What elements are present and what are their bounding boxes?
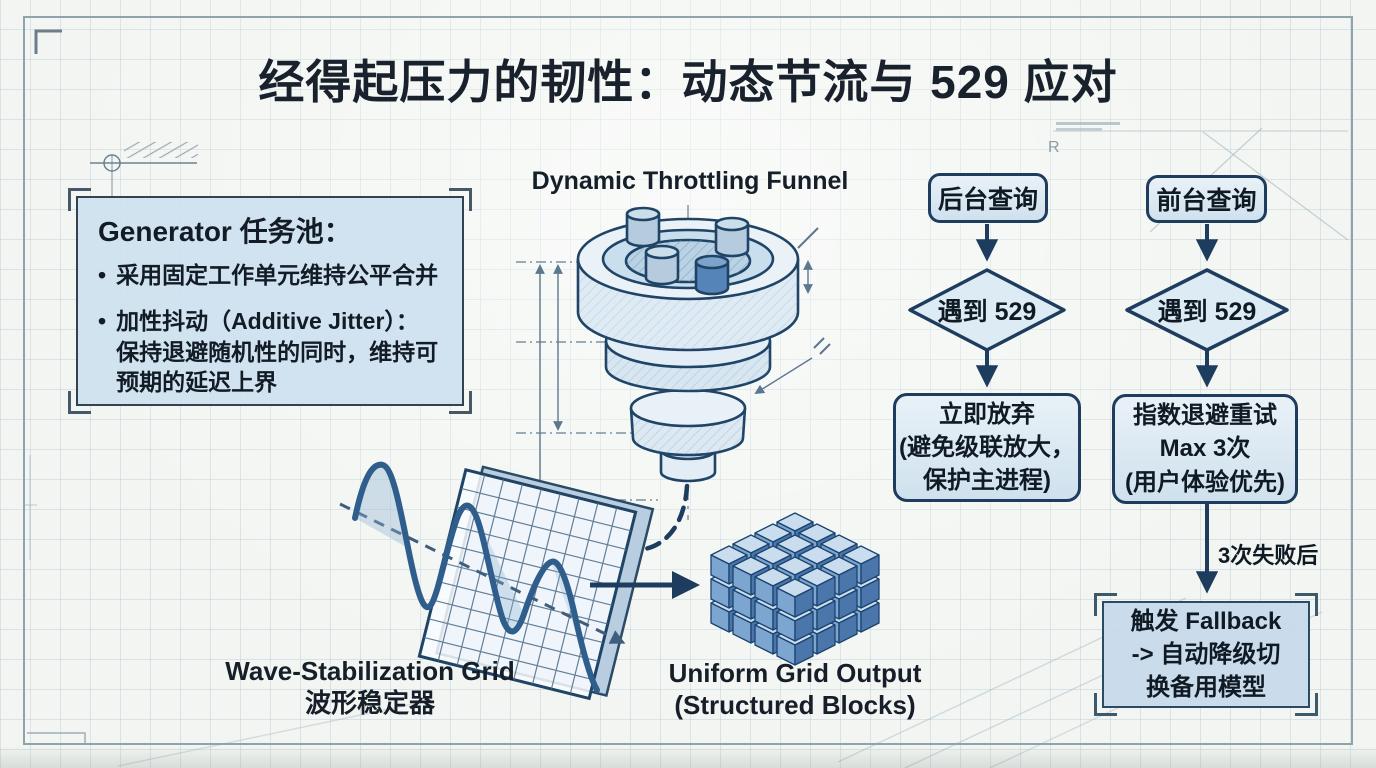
corner-bracket bbox=[1295, 593, 1318, 616]
generator-box-heading: Generator 任务池： bbox=[98, 216, 352, 247]
corner-bracket bbox=[68, 391, 91, 414]
bullet-icon bbox=[98, 306, 116, 397]
wave-grid-caption: Wave-Stabilization Grid 波形稳定器 bbox=[225, 656, 515, 718]
output-caption: Uniform Grid Output (Structured Blocks) bbox=[668, 658, 922, 720]
throttling-funnel-drawing bbox=[576, 206, 800, 483]
flow-node-backoff-retry: 指数退避重试 Max 3次 (用户体验优先) bbox=[1112, 394, 1298, 504]
generator-pool-box: Generator 任务池： 采用固定工作单元维持公平合并 加性抖动（Addit… bbox=[68, 188, 472, 414]
corner-bracket bbox=[1295, 693, 1318, 716]
flow-node-background-query: 后台查询 bbox=[928, 173, 1048, 223]
page-title: 经得起压力的韧性：动态节流与 529 应对 bbox=[258, 56, 1118, 108]
wave-curve bbox=[352, 461, 600, 693]
diamond-label-background: 遇到 529 bbox=[937, 298, 1037, 326]
corner-bracket bbox=[449, 391, 472, 414]
svg-text:R: R bbox=[1048, 139, 1060, 156]
diamond-background-529 bbox=[908, 268, 1066, 352]
flow-node-immediate-abort: 立即放弃 (避免级联放大， 保护主进程) bbox=[893, 393, 1081, 502]
trend-dashed-line bbox=[339, 502, 626, 644]
funnel-caption: Dynamic Throttling Funnel bbox=[531, 167, 849, 195]
edge-label-after-3-failures: 3次失败后 bbox=[1218, 543, 1319, 568]
corner-bracket bbox=[1094, 593, 1117, 616]
uniform-grid-output-cubes bbox=[710, 512, 880, 666]
diamond-foreground-529 bbox=[1125, 268, 1289, 352]
corner-bracket bbox=[68, 188, 91, 211]
flow-node-foreground-query: 前台查询 bbox=[1146, 175, 1267, 223]
corner-bracket bbox=[449, 188, 472, 211]
diamond-label-foreground: 遇到 529 bbox=[1157, 298, 1257, 326]
flow-node-fallback: 触发 Fallback -> 自动降级切 换备用模型 bbox=[1094, 593, 1318, 716]
generator-bullet-1: 采用固定工作单元维持公平合并 bbox=[98, 260, 446, 290]
flowchart-connectors bbox=[975, 224, 1219, 594]
corner-bracket bbox=[1094, 693, 1117, 716]
decision-diamonds bbox=[908, 268, 1289, 352]
task-token-cylinders bbox=[625, 206, 750, 296]
bottom-shadow bbox=[0, 746, 1376, 768]
bullet-icon bbox=[98, 260, 116, 290]
generator-bullet-2: 加性抖动（Additive Jitter）： 保持退避随机性的同时，维持可 预期… bbox=[98, 306, 446, 397]
